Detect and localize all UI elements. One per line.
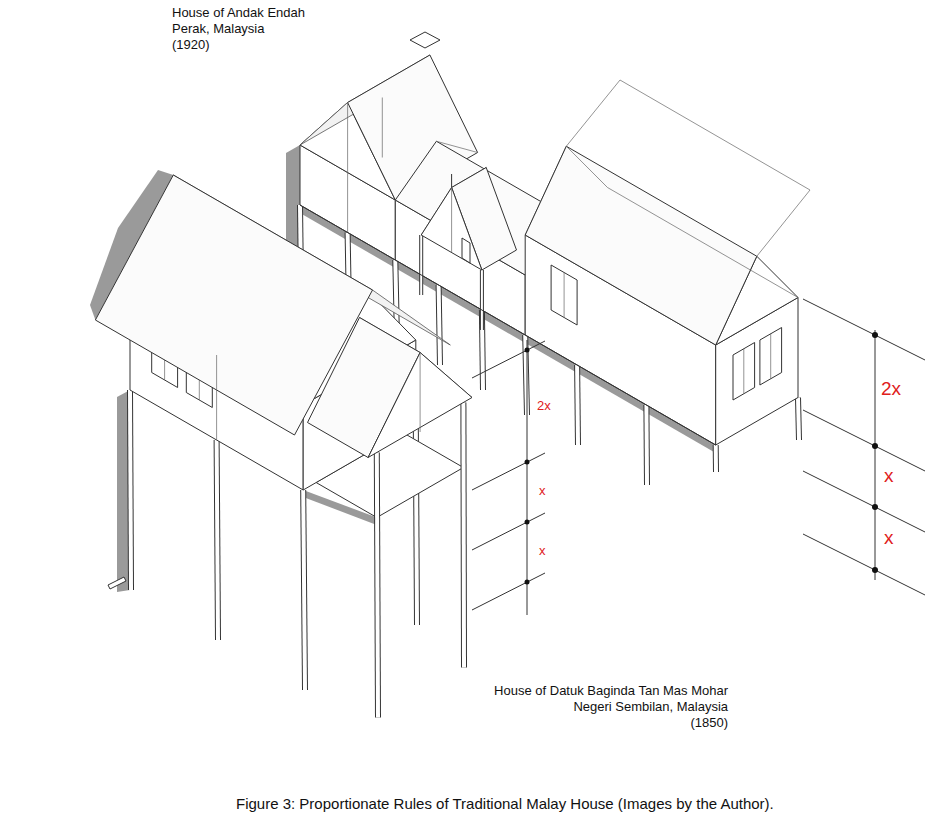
- proportion-label: x: [884, 527, 894, 550]
- year-label: (1920): [172, 37, 210, 53]
- location-label: Perak, Malaysia: [172, 21, 264, 37]
- proportion-label: 2x: [881, 378, 901, 401]
- proportion-label: x: [884, 465, 894, 488]
- proportion-label: x: [539, 483, 546, 499]
- year-label: (1850): [690, 715, 728, 731]
- proportion-label: x: [539, 543, 546, 559]
- proportion-dimension: [803, 299, 925, 595]
- proportion-label: 2x: [537, 398, 551, 414]
- proportion-dimension: [472, 340, 545, 615]
- house-label: House of Datuk Baginda Tan Mas Mohar: [494, 683, 728, 699]
- house-label: House of Andak Endah: [172, 5, 305, 21]
- datuk-baginda-house: [90, 170, 472, 718]
- location-label: Negeri Sembilan, Malaysia: [573, 699, 728, 715]
- figure-caption: Figure 3: Proportionate Rules of Traditi…: [236, 795, 774, 813]
- andak-endah-house: [286, 32, 810, 485]
